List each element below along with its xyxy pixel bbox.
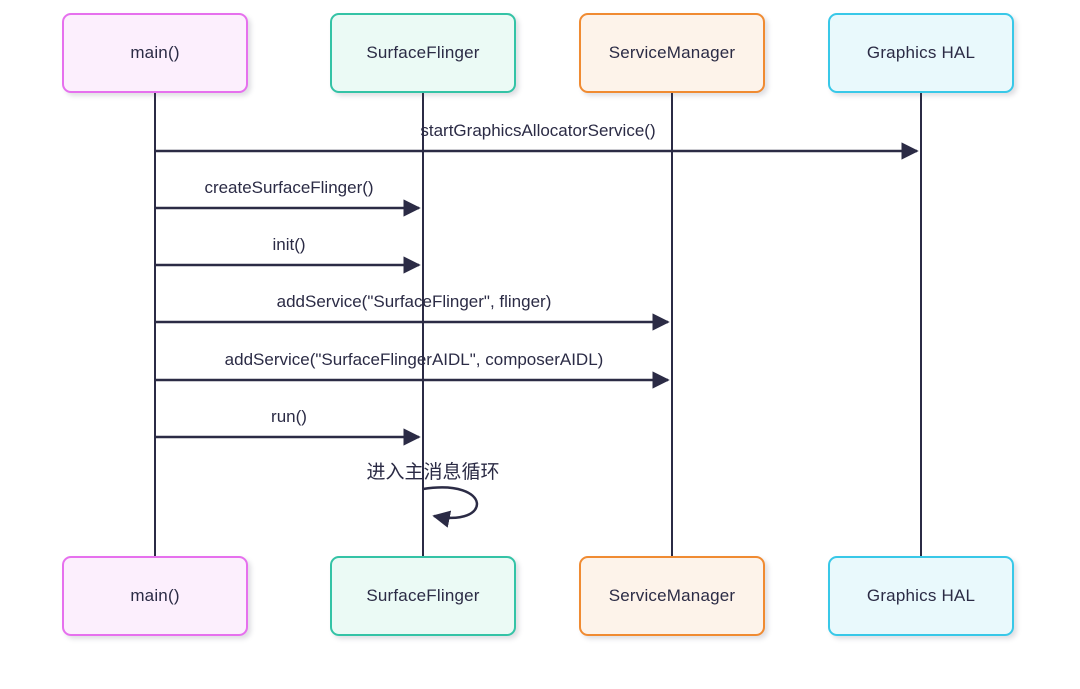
message-label-main-message-loop: 进入主消息循环 bbox=[366, 462, 500, 483]
actor-label-surfaceflinger: SurfaceFlinger bbox=[366, 43, 480, 62]
actor-label-surfaceflinger-bottom: SurfaceFlinger bbox=[366, 586, 480, 605]
message-label-startGraphicsAllocatorService: startGraphicsAllocatorService() bbox=[420, 121, 656, 140]
message-label-createSurfaceFlinger: createSurfaceFlinger() bbox=[204, 178, 374, 197]
actor-box-servicemanager-bottom: ServiceManager bbox=[579, 556, 765, 636]
message-label-run: run() bbox=[271, 407, 307, 426]
actor-label-servicemanager-bottom: ServiceManager bbox=[608, 586, 736, 605]
actor-label-main: main() bbox=[130, 43, 180, 62]
message-label-init: init() bbox=[272, 235, 306, 254]
actor-box-main-top: main() bbox=[62, 13, 248, 93]
actor-label-main-bottom: main() bbox=[130, 586, 180, 605]
message-label-addService-composerAIDL: addService("SurfaceFlingerAIDL", compose… bbox=[224, 350, 604, 369]
actor-box-graphicshal-bottom: Graphics HAL bbox=[828, 556, 1014, 636]
actor-box-main-bottom: main() bbox=[62, 556, 248, 636]
actor-box-servicemanager-top: ServiceManager bbox=[579, 13, 765, 93]
actor-label-graphicshal: Graphics HAL bbox=[866, 43, 976, 62]
self-loop-arrow-main-message-loop bbox=[422, 486, 479, 528]
actor-box-surfaceflinger-bottom: SurfaceFlinger bbox=[330, 556, 516, 636]
actor-label-servicemanager: ServiceManager bbox=[608, 43, 736, 62]
message-label-addService-flinger: addService("SurfaceFlinger", flinger) bbox=[276, 292, 552, 311]
actor-box-surfaceflinger-top: SurfaceFlinger bbox=[330, 13, 516, 93]
actor-label-graphicshal-bottom: Graphics HAL bbox=[866, 586, 976, 605]
actor-box-graphicshal-top: Graphics HAL bbox=[828, 13, 1014, 93]
